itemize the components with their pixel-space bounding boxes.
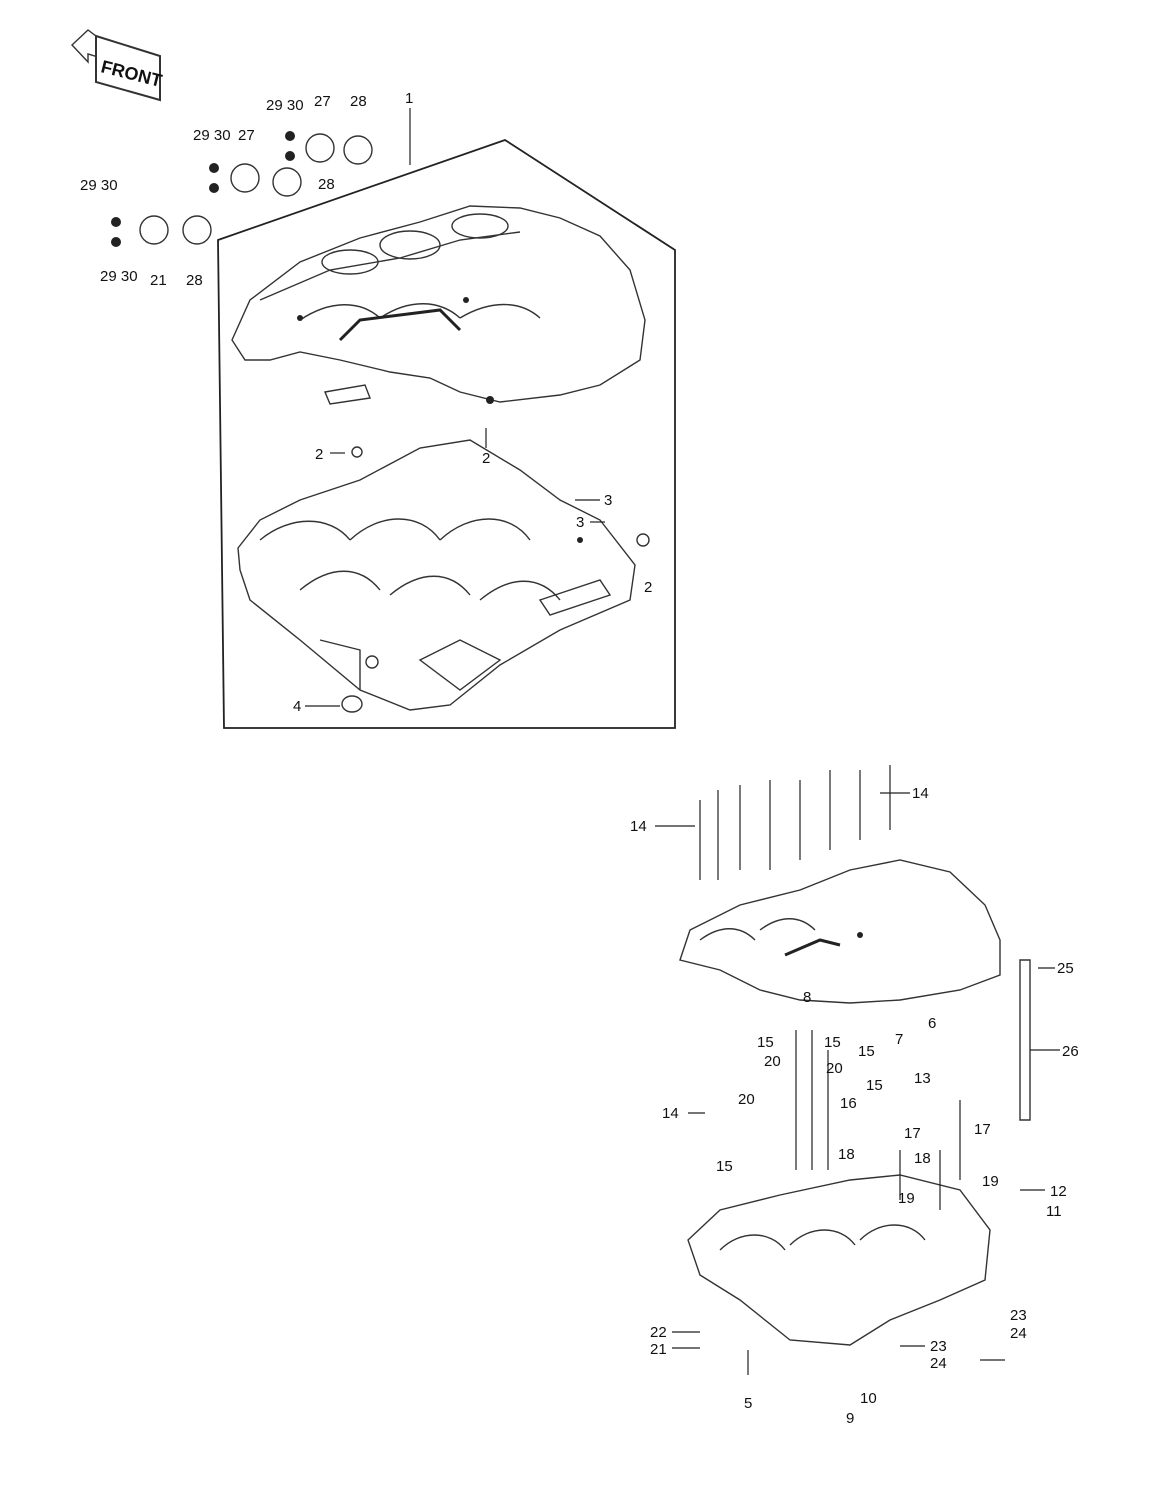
lower-view-upper-half bbox=[679, 859, 1001, 1004]
upper-callouts: 1 2 2 2 3 3 4 29 30 27 28 29 30 27 28 29… bbox=[80, 90, 652, 715]
bearing-cap-set-2 bbox=[209, 163, 302, 197]
callout-18: 18 bbox=[838, 1146, 855, 1163]
callout-12: 12 bbox=[1050, 1183, 1067, 1200]
callout-7: 7 bbox=[895, 1031, 903, 1048]
callout-26: 26 bbox=[1062, 1043, 1079, 1060]
callout-21: 21 bbox=[650, 1341, 667, 1358]
callout-29-30: 29 30 bbox=[266, 97, 304, 114]
callout-29-30: 29 30 bbox=[193, 127, 231, 144]
callout-1: 1 bbox=[405, 90, 413, 107]
bearing-cap-set-3 bbox=[285, 131, 373, 165]
callout-15: 15 bbox=[866, 1077, 883, 1094]
callout-24: 24 bbox=[930, 1355, 947, 1372]
lower-callouts: 14 14 14 25 26 8 6 7 15 15 15 15 15 20 2… bbox=[630, 785, 1079, 1427]
callout-9: 9 bbox=[846, 1410, 854, 1427]
callout-11: 11 bbox=[1046, 1203, 1062, 1220]
upper-crankcase-half bbox=[231, 205, 646, 405]
lower-view-studs bbox=[699, 765, 961, 1375]
callout-10: 10 bbox=[860, 1390, 877, 1407]
lower-view-lower-half bbox=[687, 959, 1031, 1346]
callout-8: 8 bbox=[803, 989, 811, 1006]
callout-20: 20 bbox=[826, 1060, 843, 1077]
front-badge: FRONT bbox=[71, 29, 164, 102]
callout-16: 16 bbox=[840, 1095, 857, 1112]
callout-15: 15 bbox=[858, 1043, 875, 1060]
callout-5: 5 bbox=[744, 1395, 752, 1412]
callout-3: 3 bbox=[604, 492, 612, 509]
callout-15: 15 bbox=[824, 1034, 841, 1051]
callout-19: 19 bbox=[982, 1173, 999, 1190]
callout-29-30: 29 30 bbox=[80, 177, 118, 194]
callout-29-30: 29 30 bbox=[100, 268, 138, 285]
callout-21: 21 bbox=[150, 272, 167, 289]
callout-27: 27 bbox=[314, 93, 331, 110]
callout-6: 6 bbox=[928, 1015, 936, 1032]
callout-25: 25 bbox=[1057, 960, 1074, 977]
callout-15: 15 bbox=[757, 1034, 774, 1051]
callout-23: 23 bbox=[930, 1338, 947, 1355]
callout-14: 14 bbox=[662, 1105, 679, 1122]
callout-23: 23 bbox=[1010, 1307, 1027, 1324]
callout-28: 28 bbox=[318, 176, 335, 193]
callout-14: 14 bbox=[630, 818, 647, 835]
callout-3: 3 bbox=[576, 514, 584, 531]
callout-14: 14 bbox=[912, 785, 929, 802]
callout-27: 27 bbox=[238, 127, 255, 144]
lower-leader-lines bbox=[655, 792, 1060, 1361]
callout-13: 13 bbox=[914, 1070, 931, 1087]
callout-15: 15 bbox=[716, 1158, 733, 1175]
callout-20: 20 bbox=[738, 1091, 755, 1108]
crankcase-assembly-frame bbox=[217, 139, 676, 729]
callout-17: 17 bbox=[974, 1121, 991, 1138]
callout-2: 2 bbox=[315, 446, 323, 463]
callout-24: 24 bbox=[1010, 1325, 1027, 1342]
callout-20: 20 bbox=[764, 1053, 781, 1070]
callout-22: 22 bbox=[650, 1324, 667, 1341]
callout-19: 19 bbox=[898, 1190, 915, 1207]
callout-2: 2 bbox=[482, 450, 490, 467]
callout-4: 4 bbox=[293, 698, 301, 715]
callout-28: 28 bbox=[350, 93, 367, 110]
bearing-cap-set-1 bbox=[111, 215, 212, 247]
callout-28: 28 bbox=[186, 272, 203, 289]
upper-leader-lines bbox=[305, 108, 605, 707]
callout-18: 18 bbox=[914, 1150, 931, 1167]
callout-17: 17 bbox=[904, 1125, 921, 1142]
callout-2: 2 bbox=[644, 579, 652, 596]
lower-crankcase-half bbox=[237, 439, 650, 713]
